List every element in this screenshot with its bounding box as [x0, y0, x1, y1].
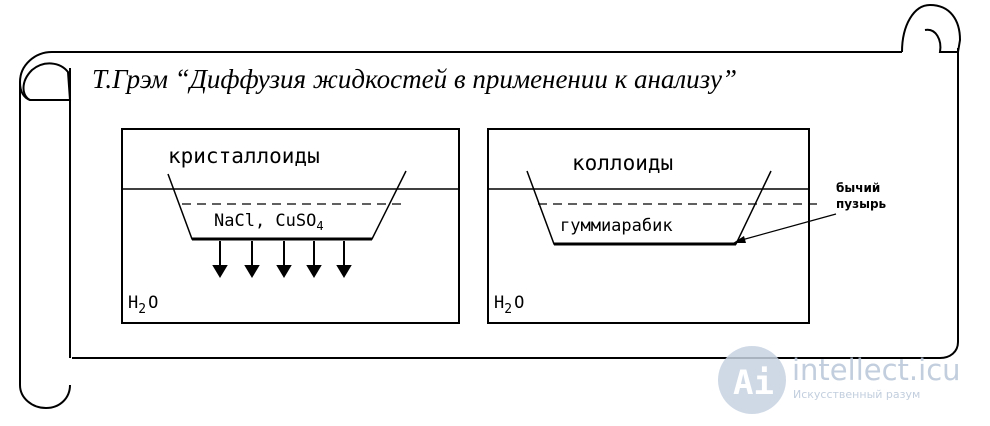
left-label-inner-main: NaCl, CuSO: [214, 211, 316, 231]
membrane-pointer-line: [737, 213, 837, 242]
right-solvent-sub: 2: [504, 302, 512, 317]
arrow-5-head: [336, 265, 352, 278]
right-label-top: коллоиды: [572, 151, 673, 175]
left-solvent-o: O: [148, 293, 158, 313]
right-solvent-o: O: [514, 293, 524, 313]
right-solvent-h: H: [494, 293, 504, 313]
arrow-2-head: [244, 265, 260, 278]
membrane-label-line2: пузырь: [836, 197, 887, 211]
watermark: Ai intellect.icu Искусственный разум: [718, 346, 961, 414]
left-solvent-sub: 2: [138, 302, 146, 317]
diffusion-arrows: [212, 241, 352, 278]
scroll-bottom-right-corner: [72, 341, 959, 359]
watermark-name: intellect.icu: [792, 353, 961, 387]
scroll-title: Т.Грэм “Диффузия жидкостей в применении …: [92, 64, 737, 94]
watermark-logo-circle: [718, 346, 786, 414]
right-panel-frame: [487, 128, 810, 324]
scroll-top-right-curl: [901, 3, 962, 53]
watermark-tagline: Искусственный разум: [793, 388, 920, 401]
scroll-left-curl-inner: [22, 62, 72, 101]
arrow-3-head: [276, 265, 292, 278]
scroll-left-bottom: [19, 82, 71, 410]
arrow-1-head: [212, 265, 228, 278]
left-panel-frame: [121, 128, 460, 324]
left-label-top: кристаллоиды: [168, 144, 320, 168]
membrane-label-line1: бычий: [836, 181, 880, 195]
scroll: [18, 3, 962, 410]
membrane-pointer-head: [733, 236, 746, 243]
right-label-inner: гуммиарабик: [560, 216, 673, 236]
left-solvent-h: H: [128, 293, 138, 313]
arrow-4-head: [306, 265, 322, 278]
left-label-inner-sub: 4: [316, 219, 323, 233]
watermark-logo-letter: Ai: [733, 363, 774, 403]
left-label-inner: NaCl, CuSO4: [214, 211, 324, 233]
